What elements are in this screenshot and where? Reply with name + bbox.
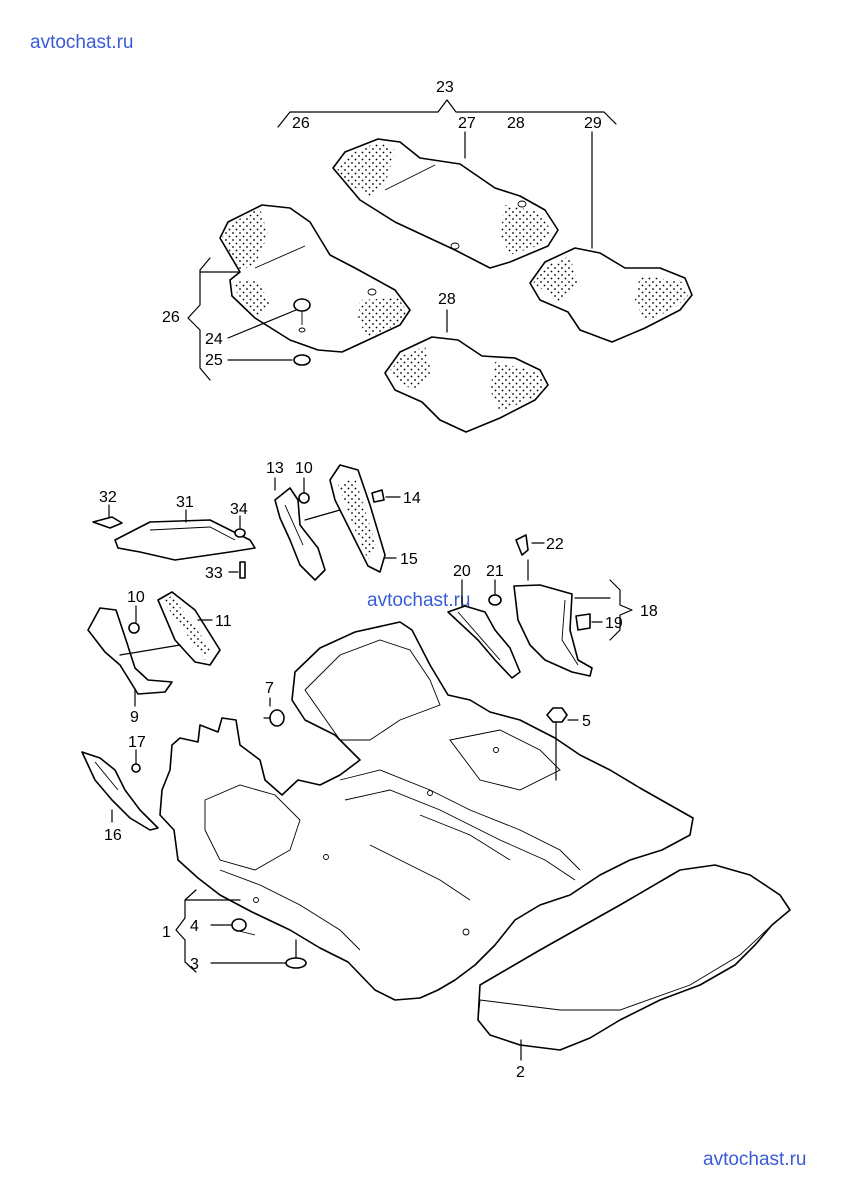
watermark-center: avtochast.ru [367, 590, 471, 611]
callout-1: 1 [162, 924, 171, 941]
callout-26-top: 26 [292, 115, 310, 132]
watermark-top-left: avtochast.ru [30, 32, 134, 53]
callout-labels: 23 26 27 28 29 26 24 25 28 32 31 34 33 1… [99, 79, 658, 1081]
callout-22: 22 [546, 536, 564, 553]
callout-26: 26 [162, 309, 180, 326]
callout-10-lower: 10 [127, 589, 145, 606]
callout-31: 31 [176, 494, 194, 511]
callout-27: 27 [458, 115, 476, 132]
callout-19: 19 [605, 615, 623, 632]
watermark-bottom-right: avtochast.ru [703, 1149, 807, 1170]
callout-20: 20 [453, 563, 471, 580]
trim-parts [81, 464, 633, 831]
callout-11: 11 [215, 613, 232, 630]
callout-29: 29 [584, 115, 602, 132]
callout-3: 3 [190, 956, 199, 973]
callout-15: 15 [400, 551, 418, 568]
floor-mat-set [187, 99, 693, 433]
callout-7: 7 [265, 680, 274, 697]
callout-24: 24 [205, 331, 223, 348]
main-floor-carpet [159, 621, 694, 1001]
callout-2: 2 [516, 1064, 525, 1081]
callout-28: 28 [438, 291, 456, 308]
callout-13: 13 [266, 460, 284, 477]
callout-16: 16 [104, 827, 122, 844]
callout-5: 5 [582, 713, 591, 730]
callout-14: 14 [403, 490, 421, 507]
callout-9: 9 [130, 709, 139, 726]
callout-4: 4 [190, 918, 199, 935]
callout-32: 32 [99, 489, 117, 506]
callout-17: 17 [128, 734, 146, 751]
callout-28-top: 28 [507, 115, 525, 132]
callout-25: 25 [205, 352, 223, 369]
callout-23: 23 [436, 79, 454, 96]
callout-10-upper: 10 [295, 460, 313, 477]
callout-33: 33 [205, 565, 223, 582]
cargo-mat [477, 864, 791, 1061]
callout-21: 21 [486, 563, 504, 580]
callout-18: 18 [640, 603, 658, 620]
callout-34: 34 [230, 501, 248, 518]
